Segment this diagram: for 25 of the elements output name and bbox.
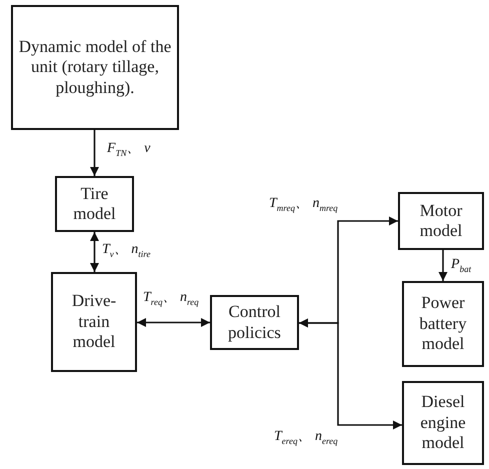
arrow (137, 318, 210, 327)
box-text: Control policics (227, 302, 282, 343)
edge-label: T$_{req}$、 n$_{req}$ (142, 290, 200, 308)
process-box (11, 5, 179, 130)
arrow (438, 250, 448, 281)
process-box (398, 192, 484, 250)
box-text: Power battery model (418, 293, 468, 355)
box-text: Motor model (418, 200, 464, 242)
box-text: Dynamic model of the unit (rotary tillage, ploughing). (18, 36, 172, 98)
arrow (90, 232, 99, 272)
edge-label: T$_{v}$、 n$_{tire}$ (101, 242, 152, 260)
process-box (51, 272, 137, 372)
edge-label: T$_{mreq}$、 n$_{mreq}$ (268, 196, 339, 214)
arrow (299, 318, 402, 430)
edge-label: F$_{TN}$、 v (106, 141, 152, 159)
box-text: Drive-train model (70, 291, 118, 353)
edge-label: T$_{ereq}$、 n$_{ereq}$ (273, 429, 339, 447)
process-box (402, 281, 484, 367)
process-box (55, 176, 134, 232)
box-text: Tire model (72, 184, 117, 224)
process-box (402, 381, 484, 465)
box-text: Diesel engine model (419, 392, 467, 454)
edge-label: P$_{bat}$ (450, 257, 472, 275)
arrow (90, 130, 99, 176)
process-box (210, 295, 299, 350)
